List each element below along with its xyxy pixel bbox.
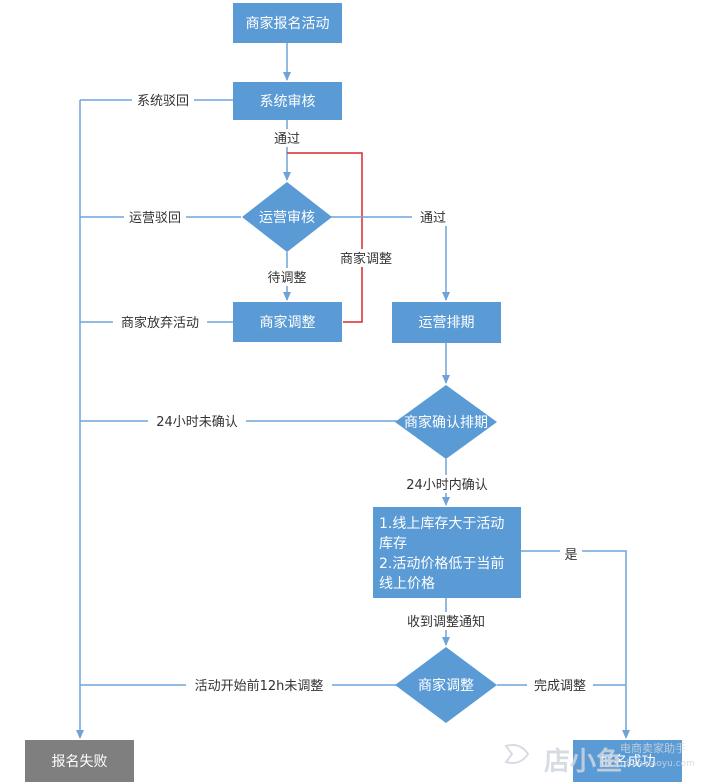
node-merchant-confirm-text: 商家确认排期: [404, 414, 488, 431]
connector-merchant-adjust-loop: [287, 152, 363, 323]
node-condition-line3: 2.活动价格低于当前: [379, 555, 504, 572]
node-ops-schedule-text: 运营排期: [419, 315, 475, 331]
label-confirmed-24h: 24小时内确认: [406, 477, 488, 493]
node-system-review: 系统审核: [233, 82, 342, 120]
label-yes: 是: [564, 548, 577, 563]
node-condition-line2: 库存: [379, 536, 407, 552]
label-ops-reject: 运营驳回: [129, 211, 181, 226]
node-success-text: 报名成功: [600, 754, 656, 770]
label-unconfirmed-24h: 24小时未确认: [156, 415, 238, 430]
label-adjust-done: 完成调整: [534, 679, 586, 694]
node-merchant-adjust-text: 商家调整: [260, 314, 316, 331]
node-condition: 1.线上库存大于活动 库存 2.活动价格低于当前 线上价格: [373, 507, 521, 598]
node-merchant-adjust-2-text: 商家调整: [418, 677, 474, 694]
node-condition-line4: 线上价格: [379, 576, 435, 592]
label-not-adjusted-12h: 活动开始前12h未调整: [195, 678, 324, 694]
label-pending-adjust: 待调整: [267, 271, 306, 286]
watermark: 店小鱼 电商卖家助手 tdianxiaoyu.com: [504, 741, 695, 777]
watermark-brand: 店小鱼: [544, 747, 622, 777]
node-merchant-confirm: 商家确认排期: [395, 385, 497, 459]
label-pass-1: 通过: [274, 132, 300, 147]
label-merchant-abandon: 商家放弃活动: [121, 315, 199, 331]
node-merchant-adjust: 商家调整: [233, 302, 342, 342]
watermark-line2: tdianxiaoyu.com: [620, 759, 695, 769]
node-success: 报名成功: [573, 740, 682, 782]
node-condition-line1: 1.线上库存大于活动: [379, 516, 504, 532]
label-system-reject: 系统驳回: [137, 94, 189, 109]
fish-logo-icon: [504, 744, 530, 764]
node-merchant-adjust-2: 商家调整: [395, 647, 497, 723]
label-pass-2: 通过: [420, 211, 446, 226]
watermark-line1: 电商卖家助手: [620, 741, 686, 755]
node-fail-text: 报名失败: [52, 754, 108, 770]
connector-condition-yes-to-success: [521, 550, 630, 739]
label-received-notice: 收到调整通知: [407, 614, 485, 630]
node-apply-text: 商家报名活动: [246, 15, 330, 32]
edge-labels: 系统驳回 通过 运营驳回 通过 待调整 商家调整 商家放弃活动 24小时未确认 …: [113, 91, 593, 694]
node-ops-review-text: 运营审核: [259, 210, 315, 226]
node-fail: 报名失败: [25, 740, 134, 782]
label-merchant-adjust: 商家调整: [340, 251, 392, 267]
node-system-review-text: 系统审核: [260, 94, 316, 110]
node-ops-schedule: 运营排期: [392, 302, 501, 343]
node-ops-review: 运营审核: [242, 182, 332, 252]
node-apply: 商家报名活动: [233, 3, 342, 43]
connectors: [76, 43, 630, 739]
